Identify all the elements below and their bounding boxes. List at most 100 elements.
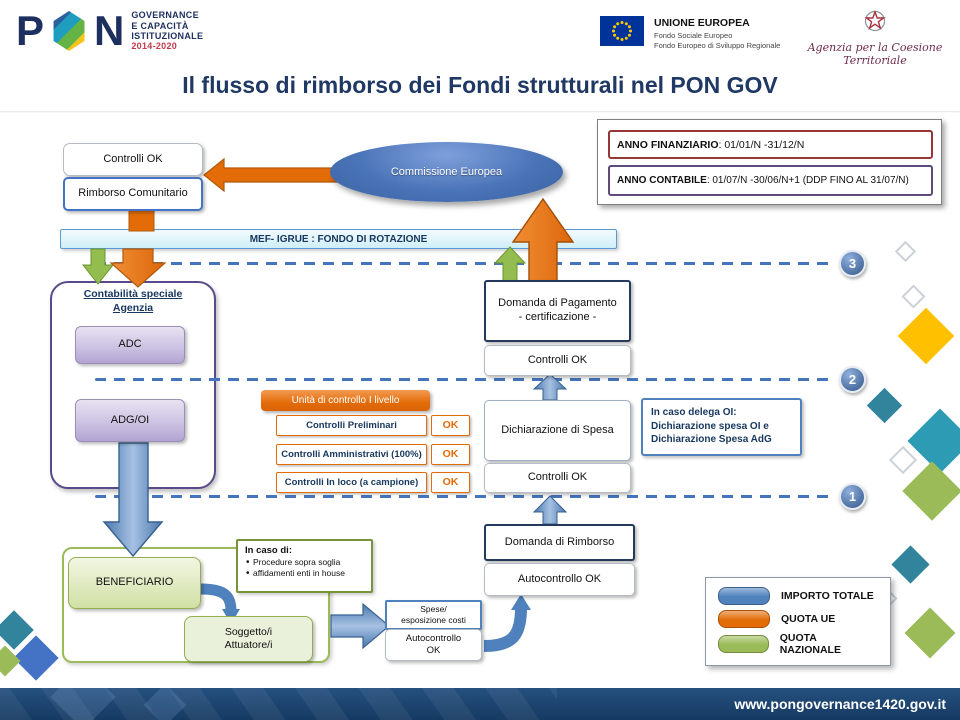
arrow-soggetto-to-spese [330, 602, 390, 650]
level-3-dashed-line [95, 262, 830, 265]
pon-logo-caption: GOVERNANCE E CAPACITÀ ISTITUZIONALE 2014… [131, 10, 203, 51]
decor-diamond [904, 607, 956, 659]
contabilita-title-line1: Contabilità speciale [83, 288, 183, 300]
eu-title: UNIONE EUROPEA [654, 17, 750, 29]
anno-contabile-value: : 01/07/N -30/06/N+1 (DDP FINO AL 31/07/… [706, 175, 909, 186]
delega-line2: Dichiarazione spesa OI e [651, 420, 769, 432]
eu-logo-block: UNIONE EUROPEA Fondo Sociale Europeo Fon… [600, 16, 780, 51]
domanda-pagamento-line1: Domanda di Pagamento [498, 297, 617, 310]
mef-igrue-bar: MEF- IGRUE : FONDO DI ROTAZIONE [60, 229, 617, 249]
domanda-pagamento-line2: - certificazione - [518, 311, 597, 323]
decor-diamond [888, 445, 918, 475]
delega-oi-note: In caso delega OI: Dichiarazione spesa O… [641, 398, 802, 456]
legend-row: QUOTA NAZIONALE [718, 632, 878, 656]
controllo-row-label: Controlli In loco (a campione) [276, 472, 427, 493]
autocontrollo-ok-spese-box: Autocontrollo OK [385, 629, 482, 661]
pon-logo-line3: ISTITUZIONALE [131, 31, 204, 41]
controllo-row-label-text: Controlli Preliminari [306, 419, 397, 431]
controllo-row-label-text: Controlli In loco (a campione) [284, 476, 419, 488]
pon-logo-line1: GOVERNANCE [131, 10, 199, 21]
decor-diamond [897, 307, 955, 365]
legend: IMPORTO TOTALE QUOTA UE QUOTA NAZIONALE [705, 577, 891, 666]
pon-hexagon-icon [53, 11, 85, 51]
controllo-row-label-text: Controlli Amministrativi (100%) [281, 448, 422, 460]
level-1-dashed-line [95, 495, 830, 498]
decor-diamond [902, 461, 960, 521]
decor-diamond [901, 284, 926, 309]
spese-line1: Spese/ [420, 604, 447, 615]
eu-subtitle-1: Fondo Sociale Europeo [654, 31, 733, 41]
legend-swatch-importo-totale [718, 587, 770, 605]
controlli-ok-pagamento-box: Controlli OK [484, 345, 631, 376]
level-2-dashed-line [95, 378, 830, 381]
legend-label: QUOTA UE [781, 612, 836, 625]
spese-line2: esposizione costi [401, 615, 466, 625]
decor-diamond [0, 645, 21, 677]
in-caso-item: Procedure sopra soglia [245, 556, 364, 569]
anno-finanziario-value: : 01/01/N -31/12/N [718, 138, 805, 151]
pon-logo: P N GOVERNANCE E CAPACITÀ ISTITUZIONALE … [16, 10, 203, 52]
legend-row: QUOTA UE [718, 609, 878, 628]
footer-bar: www.pongovernance1420.gov.it [0, 688, 960, 720]
autocontrollo-ok-rimborso-box: Autocontrollo OK [484, 563, 635, 596]
eu-caption: UNIONE EUROPEA Fondo Sociale Europeo Fon… [654, 16, 780, 51]
legend-label: QUOTA NAZIONALE [779, 632, 841, 656]
level-badge-2: 2 [839, 366, 866, 393]
autocontrollo-spese-line1: Autocontrollo [405, 633, 462, 645]
pon-logo-letter-p: P [16, 7, 45, 54]
unita-controllo-header: Unità di controllo I livello [261, 390, 430, 411]
adc-box: ADC [75, 326, 185, 364]
decor-diamond [866, 387, 903, 424]
connector-rimborso-mef [128, 208, 155, 232]
dichiarazione-spesa-box: Dichiarazione di Spesa [484, 400, 631, 461]
controlli-ok-spesa-box: Controlli OK [484, 463, 631, 493]
pon-logo-letter-n: N [94, 7, 125, 54]
spese-box: Spese/ esposizione costi [385, 600, 482, 630]
eu-subtitle-2: Fondo Europeo di Sviluppo Regionale [654, 41, 781, 51]
header-divider [0, 111, 960, 113]
anno-finanziario-label: ANNO FINANZIARIO [617, 138, 719, 151]
anno-contabile-box: ANNO CONTABILE: 01/07/N -30/06/N+1 (DDP … [608, 165, 933, 196]
contabilita-title: Contabilità speciale Agenzia [50, 288, 216, 315]
footer-stripes [0, 688, 557, 720]
pon-logo-years: 2014-2020 [131, 41, 178, 52]
controllo-row-ok: OK [431, 415, 470, 436]
delega-line3: Dichiarazione Spesa AdG [651, 434, 772, 445]
pon-logo-line2: E CAPACITÀ [131, 20, 189, 31]
level-badge-3: 3 [839, 250, 866, 277]
arrow-mef-down-green [81, 248, 115, 285]
arrow-rimborso-to-spesa [532, 495, 568, 525]
page-title: Il flusso di rimborso dei Fondi struttur… [182, 72, 778, 98]
domanda-rimborso-box: Domanda di Rimborso [484, 524, 635, 561]
legend-row: IMPORTO TOTALE [718, 587, 878, 605]
beneficiario-box: BENEFICIARIO [68, 557, 201, 609]
in-caso-title: In caso di: [245, 545, 292, 556]
legend-swatch-quota-ue [718, 609, 770, 628]
delega-line1: In caso delega OI: [651, 407, 737, 418]
italy-emblem-icon [864, 9, 886, 32]
arrowhead-autocontrollo-to-rimborso [511, 594, 531, 610]
anno-finanziario-box: ANNO FINANZIARIO: 01/01/N -31/12/N [608, 130, 933, 159]
decor-diamond [891, 545, 930, 584]
controllo-row-ok: OK [431, 444, 470, 465]
footer-url[interactable]: www.pongovernance1420.gov.it [734, 696, 946, 712]
in-caso-item: affidamenti enti in house [245, 567, 364, 580]
controllo-row-ok: OK [431, 472, 470, 493]
agency-logo-block: Agenzia per la Coesione Territoriale [793, 8, 957, 67]
soggetto-line1: Soggetto/i [224, 625, 273, 638]
arrow-ce-to-rimborso [203, 157, 349, 193]
controllo-row-label: Controlli Preliminari [276, 415, 427, 436]
adg-oi-box: ADG/OI [75, 399, 185, 442]
soggetto-attuatore-box: Soggetto/i Attuatore/i [184, 616, 313, 662]
anno-contabile-label: ANNO CONTABILE [617, 175, 707, 186]
controlli-ok-top-box: Controlli OK [63, 143, 203, 176]
soggetto-line2: Attuatore/i [224, 639, 273, 651]
legend-label: IMPORTO TOTALE [781, 590, 874, 602]
agency-name: Agenzia per la Coesione Territoriale [807, 41, 943, 67]
autocontrollo-spese-line2: OK [426, 645, 441, 656]
arrow-autocontrollo-to-rimborso [483, 607, 527, 652]
eu-flag-icon [600, 16, 644, 46]
controllo-row-label: Controlli Amministrativi (100%) [276, 444, 427, 465]
legend-swatch-quota-nazionale [718, 635, 769, 653]
